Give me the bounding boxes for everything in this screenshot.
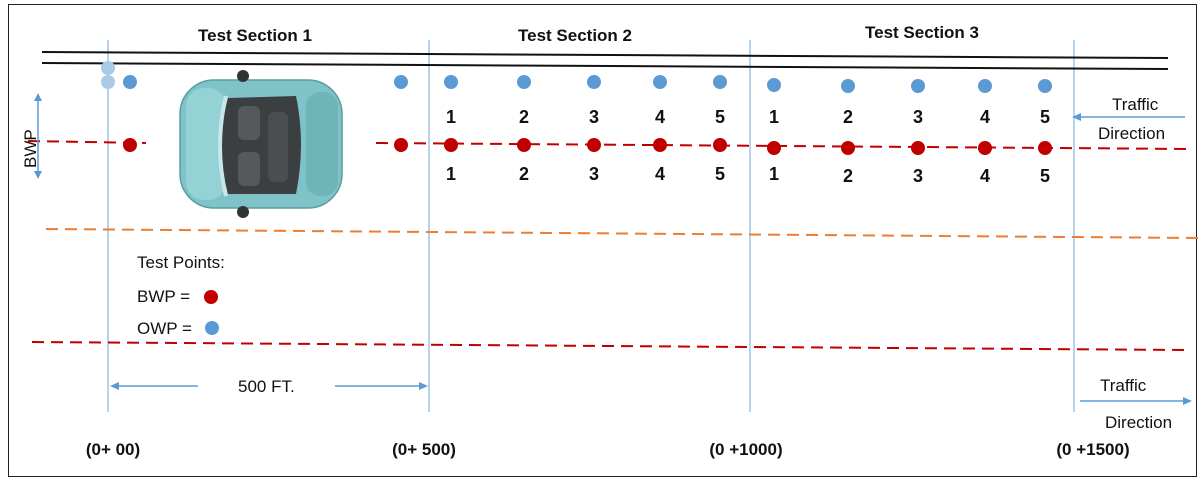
s3-bwp-number-5: 5 <box>1040 166 1050 186</box>
bwp-point <box>1038 141 1052 155</box>
owp-point <box>653 75 667 89</box>
s2-bwp-number-1: 1 <box>446 164 456 184</box>
s2-bwp-number-5: 5 <box>715 164 725 184</box>
traffic-bottom-line1: Traffic <box>1100 376 1147 395</box>
owp-point <box>841 79 855 93</box>
bwp-point <box>841 141 855 155</box>
s3-owp-number-1: 1 <box>769 107 779 127</box>
distance-arrow-left <box>110 382 198 390</box>
bwp-point <box>713 138 727 152</box>
s2-owp-number-2: 2 <box>519 107 529 127</box>
s2-owp-number-3: 3 <box>589 107 599 127</box>
bwp-point <box>517 138 531 152</box>
owp-point <box>587 75 601 89</box>
bwp-wheelpath-line <box>375 142 1193 150</box>
bwp-point <box>767 141 781 155</box>
s3-owp-number-4: 4 <box>980 107 990 127</box>
owp-point <box>517 75 531 89</box>
s2-bwp-number-4: 4 <box>655 164 665 184</box>
owp-point <box>101 61 115 75</box>
station-1500: (0 +1500) <box>1056 440 1129 459</box>
s3-bwp-number-2: 2 <box>843 166 853 186</box>
distance-label: 500 FT. <box>238 377 295 396</box>
center-lane-line <box>45 228 1199 239</box>
owp-point <box>123 75 137 89</box>
s2-owp-number-4: 4 <box>655 107 665 127</box>
s2-owp-number-1: 1 <box>446 107 456 127</box>
road-edge-line-inner <box>41 62 1169 70</box>
owp-point <box>101 75 115 89</box>
s3-owp-number-3: 3 <box>913 107 923 127</box>
legend-bwp-marker <box>204 290 218 304</box>
legend-bwp-label: BWP = <box>137 287 190 306</box>
s3-owp-number-5: 5 <box>1040 107 1050 127</box>
traffic-top-line1: Traffic <box>1112 95 1159 114</box>
s3-owp-number-2: 2 <box>843 107 853 127</box>
station-0: (0+ 00) <box>86 440 140 459</box>
traffic-bottom-arrow-icon <box>1080 397 1192 405</box>
bwp-point <box>587 138 601 152</box>
bwp-point <box>911 141 925 155</box>
s2-owp-number-5: 5 <box>715 107 725 127</box>
traffic-bottom-line2: Direction <box>1105 413 1172 432</box>
s3-bwp-number-3: 3 <box>913 166 923 186</box>
owp-point <box>911 79 925 93</box>
bwp-point <box>978 141 992 155</box>
section-1-title: Test Section 1 <box>198 26 312 45</box>
distance-arrow-right <box>335 382 428 390</box>
owp-point <box>1038 79 1052 93</box>
station-500: (0+ 500) <box>392 440 456 459</box>
s3-bwp-number-4: 4 <box>980 166 990 186</box>
section-2-title: Test Section 2 <box>518 26 632 45</box>
legend-owp-marker <box>205 321 219 335</box>
station-1000: (0 +1000) <box>709 440 782 459</box>
owp-point <box>394 75 408 89</box>
bwp-point <box>653 138 667 152</box>
owp-point <box>444 75 458 89</box>
owp-points <box>101 61 1052 93</box>
s2-bwp-number-3: 3 <box>589 164 599 184</box>
diagram-frame <box>8 4 1197 477</box>
owp-point <box>767 78 781 92</box>
s3-bwp-number-1: 1 <box>769 164 779 184</box>
section-3-title: Test Section 3 <box>865 23 979 42</box>
bwp-width-arrow <box>34 93 42 179</box>
owp-point <box>978 79 992 93</box>
traffic-top-arrow-icon <box>1072 113 1185 121</box>
traffic-top-line2: Direction <box>1098 124 1165 143</box>
bwp-point <box>123 138 137 152</box>
lower-lane-line <box>31 341 1186 351</box>
owp-point <box>713 75 727 89</box>
bwp-axis-label: BWP <box>21 129 40 168</box>
legend-owp-label: OWP = <box>137 319 192 338</box>
legend-title: Test Points: <box>137 253 225 272</box>
bwp-points <box>123 138 1052 155</box>
bwp-point <box>444 138 458 152</box>
s2-bwp-number-2: 2 <box>519 164 529 184</box>
car-icon <box>179 70 343 218</box>
road-edge-line-outer <box>41 51 1169 59</box>
bwp-point <box>394 138 408 152</box>
